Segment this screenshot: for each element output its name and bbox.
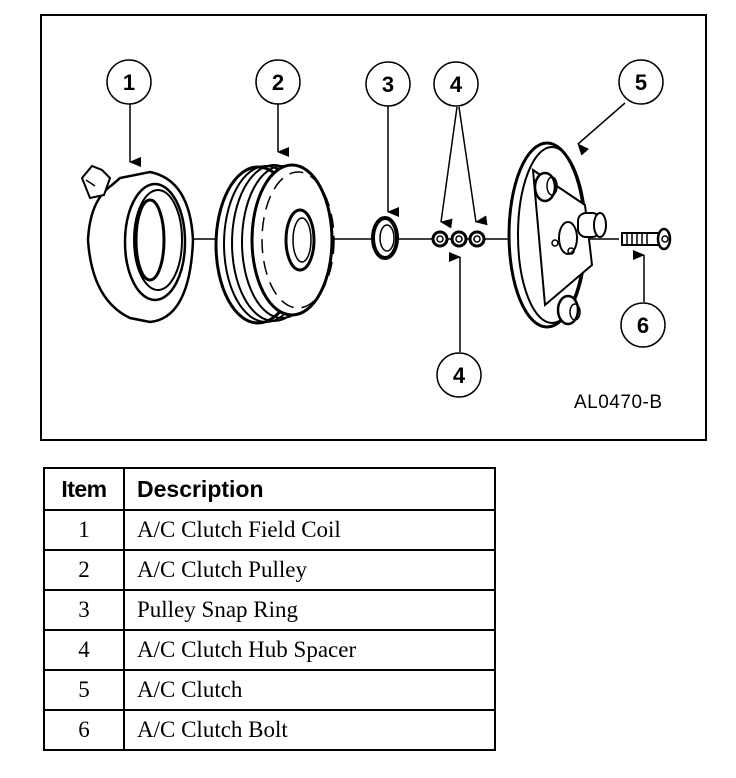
legend-item-description: A/C Clutch Bolt [123,709,496,751]
legend-item-number: 1 [43,509,125,551]
legend-row: 1 A/C Clutch Field Coil [43,509,496,551]
parts-legend-table: Item Description 1 A/C Clutch Field Coil… [43,467,496,751]
callout-5-number: 5 [635,70,647,95]
legend-item-number: 6 [43,709,125,751]
legend-row: 2 A/C Clutch Pulley [43,549,496,591]
description-column-header: Description [123,467,496,511]
legend-row: 5 A/C Clutch [43,669,496,711]
legend-item-number: 3 [43,589,125,631]
figure-id-label: AL0470-B [574,392,663,413]
legend-item-number: 4 [43,629,125,671]
legend-item-number: 5 [43,669,125,711]
legend-item-description: A/C Clutch Hub Spacer [123,629,496,671]
callout-leaders [129,102,645,352]
legend-header-row: Item Description [43,467,496,511]
callout-5: 5 [618,59,664,105]
legend-item-description: A/C Clutch [123,669,496,711]
callout-6-number: 6 [637,313,649,338]
callout-4-top-number: 4 [450,72,463,97]
callout-3-number: 3 [382,72,394,97]
callout-3: 3 [365,61,411,107]
callout-4-top: 4 [433,61,479,107]
exploded-view-diagram: 1 2 3 4 4 5 6 [80,59,672,398]
legend-row: 4 A/C Clutch Hub Spacer [43,629,496,671]
snap-ring-part [371,216,399,260]
callout-6: 6 [620,302,666,348]
clutch-bolt-part [621,227,672,251]
clutch-pulley-part [214,163,335,325]
field-coil-part [80,164,195,324]
callout-4-bottom-number: 4 [453,363,466,388]
legend-item-description: Pulley Snap Ring [123,589,496,631]
clutch-plate-part [507,141,607,329]
hub-spacers-part [431,230,486,248]
legend-item-number: 2 [43,549,125,591]
legend-row: 6 A/C Clutch Bolt [43,709,496,751]
callout-4-bottom: 4 [436,352,482,398]
callout-2-number: 2 [272,70,284,95]
callout-1: 1 [106,59,152,105]
item-column-header: Item [43,467,125,511]
diagram-frame [40,14,707,441]
legend-row: 3 Pulley Snap Ring [43,589,496,631]
callout-2: 2 [255,59,301,105]
legend-item-description: A/C Clutch Field Coil [123,509,496,551]
callout-1-number: 1 [123,70,135,95]
legend-item-description: A/C Clutch Pulley [123,549,496,591]
